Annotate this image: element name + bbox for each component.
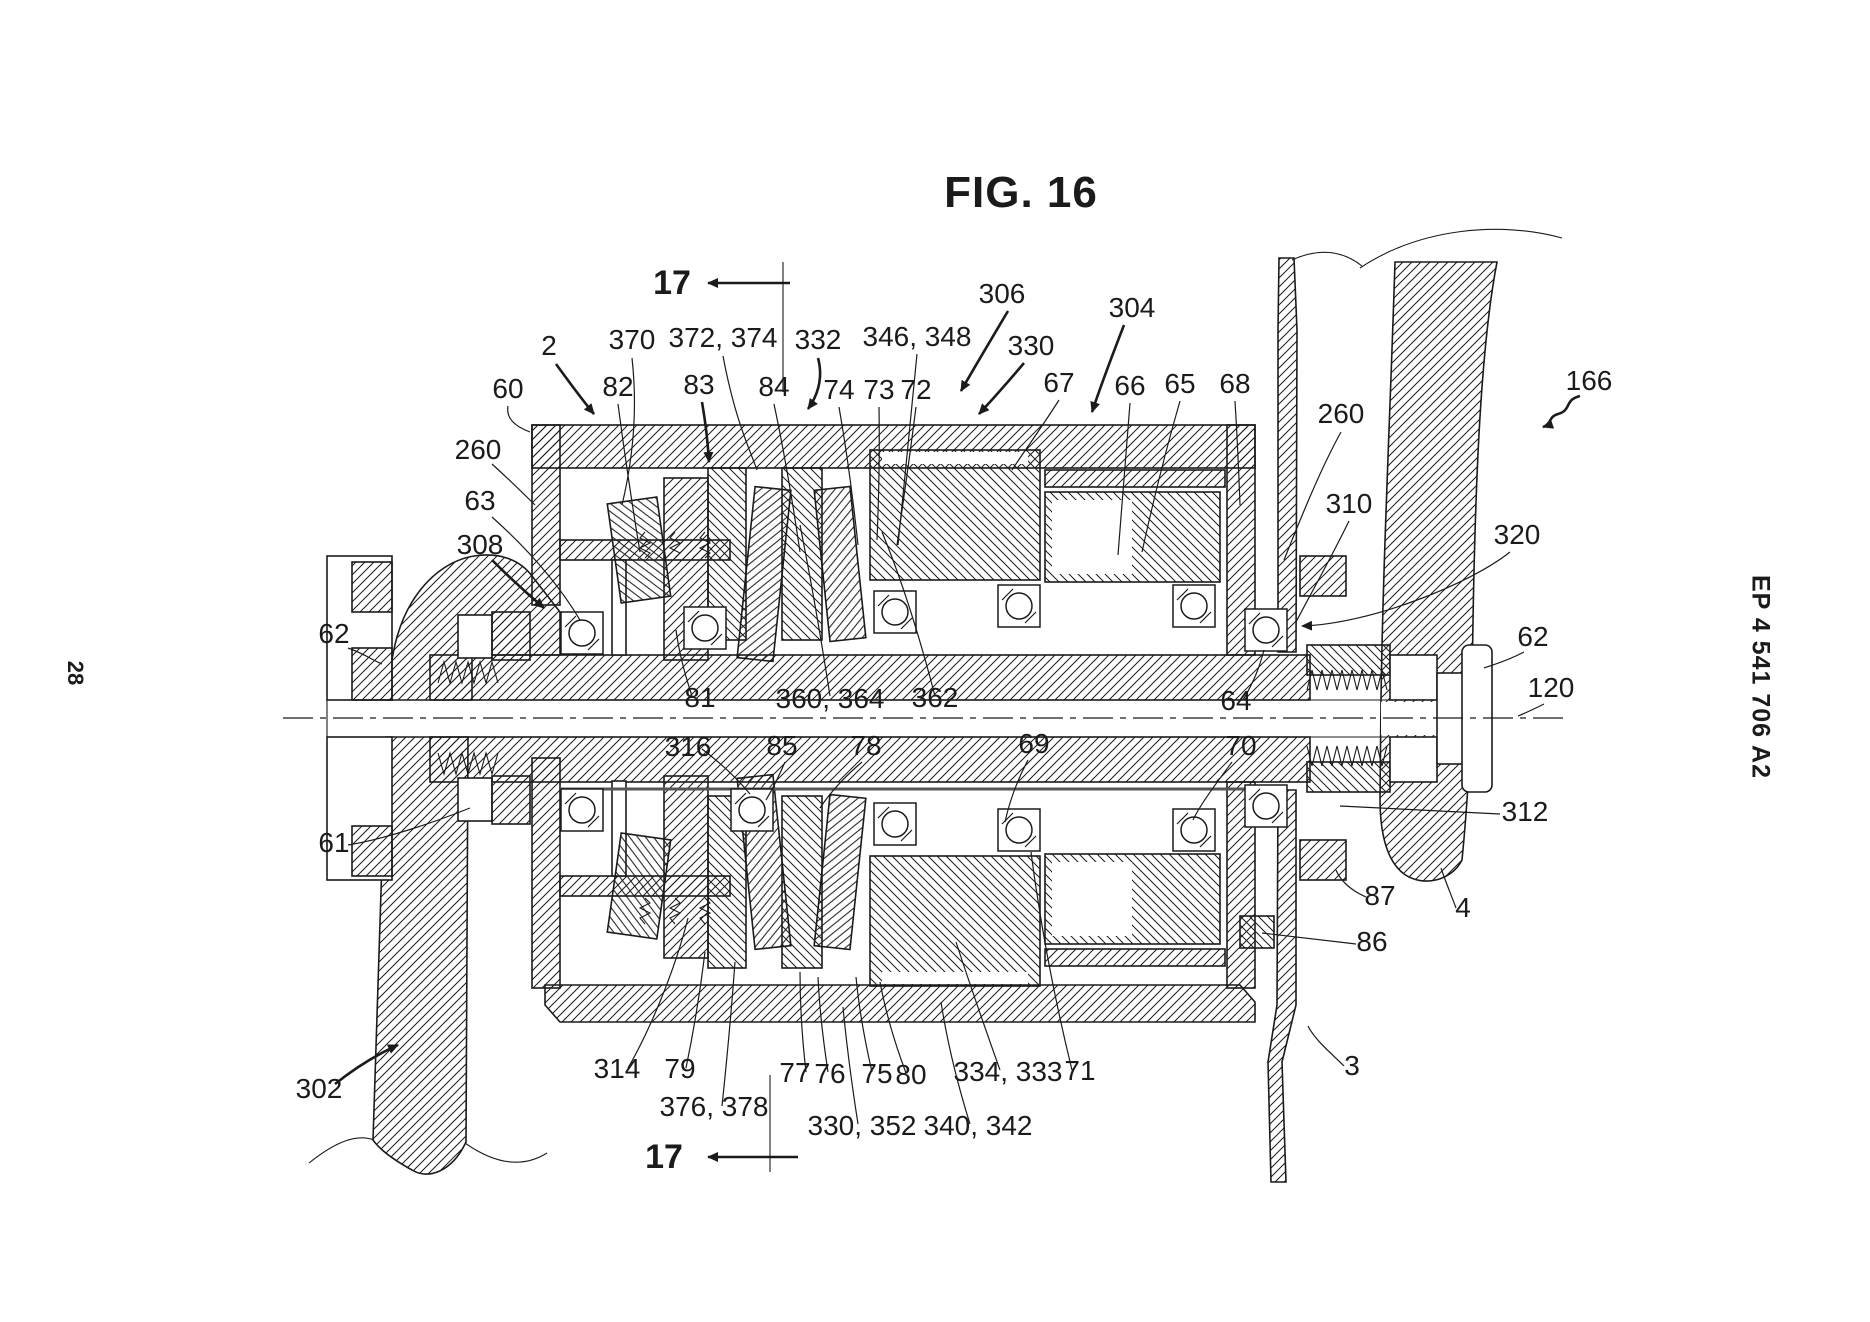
ref-label-360-364: 360, 364 [776,683,885,714]
ref-label-86: 86 [1356,926,1387,957]
ref-label-68: 68 [1219,368,1250,399]
ref-label-340-342: 340, 342 [924,1110,1033,1141]
thread-left-upper [437,659,499,686]
ref-label-87: 87 [1364,880,1395,911]
ref-label-346-348: 346, 348 [863,321,972,352]
ref-label-320: 320 [1494,519,1541,550]
spindle-end [326,555,393,881]
ref-label-166: 166 [1566,365,1613,396]
ref-label-69: 69 [1018,728,1049,759]
ref-label-85: 85 [766,730,797,761]
section-label-17: 17 [645,1138,683,1176]
ref-label-312: 312 [1502,796,1549,827]
thread-right-upper [1306,669,1388,691]
ref-label-372-374: 372, 374 [669,322,778,353]
ref-label-70: 70 [1225,730,1256,761]
arm-break-line-2 [464,1142,548,1163]
ref-label-316: 316 [665,731,712,762]
ref-label-4: 4 [1455,892,1471,923]
ref-label-81: 81 [684,682,715,713]
ref-label-84: 84 [758,371,789,402]
gear-assembly-upper [457,449,1226,663]
ref-label-314: 314 [594,1053,641,1084]
ref-label-308: 308 [457,529,504,560]
spoke-flange [1267,257,1298,1183]
arm-break-line [308,1137,375,1164]
ref-label-362: 362 [912,682,959,713]
ref-label-80: 80 [895,1059,926,1090]
ref-label-61: 61 [318,827,349,858]
ref-label-74: 74 [823,374,854,405]
frame-break-line-2 [1291,251,1363,267]
ref-label-72: 72 [900,374,931,405]
ref-label-370: 370 [609,324,656,355]
section-label-17: 17 [653,264,691,302]
ref-label-2: 2 [541,330,557,361]
ref-label-66: 66 [1114,370,1145,401]
ref-label-304: 304 [1109,292,1156,323]
ref-label-76: 76 [814,1058,845,1089]
ref-label-78: 78 [850,730,881,761]
gear-assembly-lower [457,773,1255,987]
ref-label-71: 71 [1064,1055,1095,1086]
ref-label-82: 82 [602,371,633,402]
ref-label-60: 60 [492,373,523,404]
ref-label-310: 310 [1326,488,1373,519]
leader-lines [334,310,1581,1125]
ref-label-120: 120 [1528,672,1575,703]
ref-label-3: 3 [1344,1050,1360,1081]
thread-right-lower [1306,745,1388,767]
ref-label-260: 260 [1318,398,1365,429]
ref-label-376-378: 376, 378 [660,1091,769,1122]
ref-label-332: 332 [795,324,842,355]
ref-label-306: 306 [979,278,1026,309]
ref-label-83: 83 [683,369,714,400]
ref-label-67: 67 [1043,367,1074,398]
ref-label-62: 62 [318,618,349,649]
ref-label-260: 260 [455,434,502,465]
figure-title: FIG. 16 [944,168,1098,217]
frame-break-line [1359,228,1563,269]
ref-label-65: 65 [1164,368,1195,399]
section-line-17 [707,262,798,1172]
ref-label-62: 62 [1517,621,1548,652]
ref-label-63: 63 [464,485,495,516]
axle-shaft [326,654,1478,783]
ref-label-330: 330 [1008,330,1055,361]
ref-label-75: 75 [861,1058,892,1089]
bearing-icon [560,584,1288,852]
ref-label-302: 302 [296,1073,343,1104]
thread-left-lower [437,750,499,777]
ref-label-334-333: 334, 333 [954,1056,1063,1087]
ref-label-330-352: 330, 352 [808,1110,917,1141]
ref-label-73: 73 [863,374,894,405]
ref-label-64: 64 [1220,685,1251,716]
ref-label-77: 77 [779,1057,810,1088]
axle-end-cap [1239,555,1493,949]
ref-label-79: 79 [664,1053,695,1084]
